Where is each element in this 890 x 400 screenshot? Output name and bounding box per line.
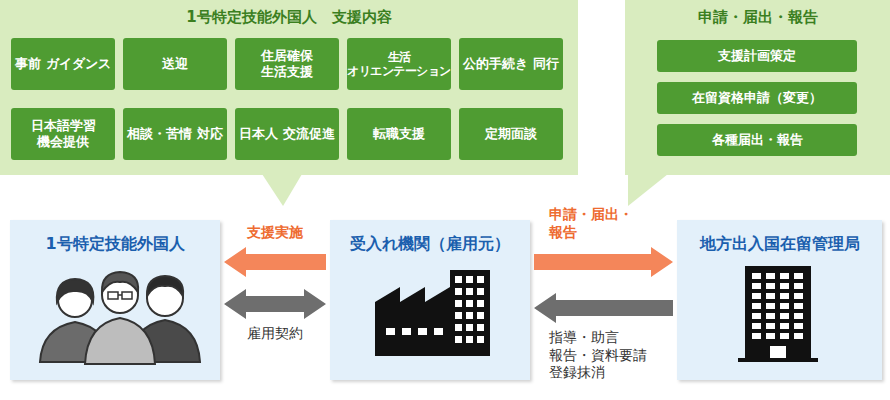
item-box: 支援計画策定 — [657, 40, 857, 72]
callout-tail — [262, 174, 302, 206]
panel-heading: 1号特定技能外国人 — [10, 234, 220, 254]
item-box: 日本語学習 機会提供 — [11, 108, 115, 160]
arrow-label: 雇用契約 — [247, 325, 303, 343]
item-label: 在留資格申請（変更） — [692, 90, 822, 106]
panel-heading: 地方出入国在留管理局 — [677, 234, 882, 254]
item-box: 公的手続き 同行 — [459, 38, 563, 90]
office-building-icon — [738, 266, 818, 362]
arrow-label: 支援実施 — [247, 224, 303, 242]
item-label: 生活 オリエンテーション — [347, 50, 451, 79]
item-label: 日本語学習 機会提供 — [14, 118, 112, 151]
callout-tail — [628, 174, 668, 206]
arrow-label: 申請・届出・報告 — [549, 206, 659, 241]
item-box: 転職支援 — [347, 108, 451, 160]
item-label: 送迎 — [162, 56, 188, 72]
item-label: 定期面談 — [485, 126, 537, 142]
people-icon — [40, 272, 200, 364]
panel-heading: 1号特定技能外国人 支援内容 — [0, 8, 578, 27]
panel-heading: 受入れ機関（雇用元） — [330, 234, 530, 254]
item-label: 日本人 交流促進 — [239, 126, 335, 142]
item-box: 送迎 — [123, 38, 227, 90]
arrow-label: 指導・助言 報告・資料要請 登録抹消 — [549, 329, 659, 382]
item-label: 相談・苦情 対応 — [127, 126, 223, 142]
item-box: 各種届出・報告 — [657, 124, 857, 156]
item-label: 各種届出・報告 — [712, 132, 803, 148]
block-arrow — [534, 293, 673, 323]
panel-heading: 申請・届出・報告 — [625, 8, 890, 27]
item-label: 支援計画策定 — [718, 48, 796, 64]
item-box: 日本人 交流促進 — [235, 108, 339, 160]
item-box: 事前 ガイダンス — [11, 38, 115, 90]
item-label: 住居確保 生活支援 — [238, 48, 336, 81]
item-label: 公的手続き 同行 — [463, 56, 559, 72]
block-arrow — [534, 247, 673, 277]
item-label: 事前 ガイダンス — [15, 56, 111, 72]
block-arrow — [224, 247, 326, 277]
item-box: 相談・苦情 対応 — [123, 108, 227, 160]
factory-icon — [375, 270, 490, 356]
item-box: 生活 オリエンテーション — [347, 38, 451, 90]
group-panel: 1号特定技能外国人 支援内容事前 ガイダンス 送迎 住居確保 生活支援生活 オリエン… — [0, 0, 578, 175]
item-box: 住居確保 生活支援 — [235, 38, 339, 90]
item-box: 在留資格申請（変更） — [657, 82, 857, 114]
item-label: 転職支援 — [373, 126, 425, 142]
group-panel: 申請・届出・報告支援計画策定在留資格申請（変更） 各種届出・報告 — [625, 0, 890, 175]
block-arrow — [224, 289, 326, 319]
item-box: 定期面談 — [459, 108, 563, 160]
